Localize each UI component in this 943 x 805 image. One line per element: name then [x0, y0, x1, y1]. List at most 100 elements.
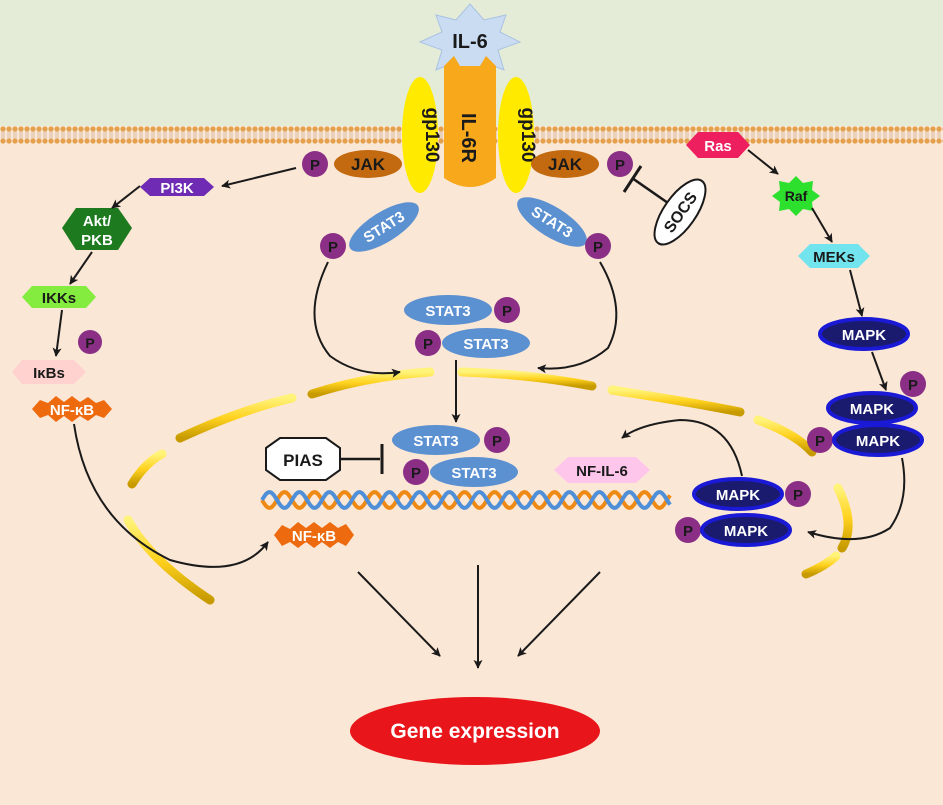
arrow-mapk-dimerize	[871, 351, 888, 391]
mapk-dimer-phospho-bottom	[807, 427, 833, 453]
jak-left-label: JAK	[351, 155, 386, 174]
ikks-label: IKKs	[42, 290, 76, 307]
mapk-dimer-top	[826, 391, 918, 425]
phospho-label: P	[593, 239, 603, 256]
meks-label: MEKs	[813, 249, 855, 266]
arrow-meks-to-mapk	[849, 269, 865, 317]
socs-inhibition-bar	[622, 165, 643, 193]
raf	[772, 176, 820, 216]
meks	[798, 244, 870, 268]
stat3-left-phospho	[320, 233, 346, 259]
arrow-mapk-nuclear-import	[807, 457, 906, 541]
stat3-right	[517, 197, 587, 247]
phospho-label: P	[411, 465, 421, 482]
ras	[686, 132, 750, 158]
nuclear-mapk-phospho-bottom	[675, 517, 701, 543]
ikb-phospho	[78, 330, 102, 354]
gene-expression	[350, 697, 600, 765]
stat3-label: STAT3	[451, 465, 496, 482]
jak-left	[334, 150, 402, 178]
nfkb-label: NF-κB	[50, 402, 94, 419]
pathway-arrows	[52, 149, 906, 669]
nf-kb-cytoplasm	[32, 396, 112, 422]
dna-helix	[260, 489, 672, 511]
socs	[653, 178, 707, 246]
stat3-label: STAT3	[425, 303, 470, 320]
nuclear-phospho-top	[484, 427, 510, 453]
arrow-pi3k-to-akt	[111, 185, 141, 209]
phospho-label: P	[85, 335, 94, 351]
stat3-left	[349, 202, 419, 252]
phospho-label: P	[492, 433, 502, 450]
phospho-label: P	[310, 157, 320, 174]
il6r-label: IL-6R	[457, 113, 479, 164]
ikks	[22, 286, 96, 308]
phospho-dimer-top	[494, 297, 520, 323]
jak-left-phospho	[302, 151, 328, 177]
arrow-stat3-right-dimerize	[537, 261, 618, 374]
phospho-label: P	[908, 377, 918, 394]
nuclear-mapk-phospho-top	[785, 481, 811, 507]
arrow-ras-to-raf	[747, 149, 779, 175]
pias	[265, 437, 341, 481]
jak-right-label: JAK	[548, 155, 583, 174]
ikbs	[12, 360, 86, 384]
gene-expression-label: Gene expression	[390, 720, 559, 743]
mapk-label: MAPK	[856, 433, 900, 450]
nfil6-label: NF-IL-6	[576, 463, 628, 480]
phospho-label: P	[615, 157, 625, 174]
ras-label: Ras	[704, 138, 732, 155]
il6r-receptor	[444, 56, 496, 187]
mapk-label: MAPK	[842, 327, 886, 344]
stat3-right-phospho	[585, 233, 611, 259]
arrow-akt-to-ikks	[69, 251, 93, 285]
nfkb-label: NF-κB	[292, 528, 336, 545]
phospho-label: P	[683, 523, 693, 540]
arrow-mapk-to-nfil6	[621, 418, 743, 477]
gp130-right-label: gp130	[517, 108, 538, 163]
pi3k-label: PI3K	[160, 180, 194, 197]
phospho-label: P	[793, 487, 803, 504]
mapk-dimer-phospho-top	[900, 371, 926, 397]
mapk-label: MAPK	[850, 401, 894, 418]
akt-pkb	[62, 208, 132, 250]
mapk-label: MAPK	[716, 487, 760, 504]
mapk-dimer-bottom	[832, 423, 924, 457]
nf-kb-nucleus	[274, 522, 354, 548]
gp130-left-label: gp130	[421, 108, 442, 163]
nuclear-stat3-top	[392, 425, 480, 455]
raf-label: Raf	[785, 188, 808, 204]
socs-inhibition-line	[631, 176, 669, 205]
gp130-right	[498, 77, 534, 193]
phospho-label: P	[502, 303, 512, 320]
arrow-mapk-to-gene	[517, 571, 601, 657]
arrow-raf-to-meks	[811, 207, 833, 243]
arrow-stat3-left-dimerize	[313, 261, 401, 378]
ikbs-label: IκBs	[33, 365, 65, 382]
stat3-dimer-top	[404, 295, 492, 325]
akt-label-line1: Akt/	[83, 213, 112, 230]
nuclear-phospho-bottom	[403, 459, 429, 485]
jak-right	[531, 150, 599, 178]
nf-il6	[554, 457, 650, 483]
phospho-dimer-bottom	[415, 330, 441, 356]
il6-label: IL-6	[452, 31, 488, 53]
arrow-ikks-to-ikbs	[52, 309, 63, 357]
mapk-label: MAPK	[724, 523, 768, 540]
arrow-nfkb-to-gene	[357, 571, 441, 657]
arrow-jak-to-pi3k	[221, 167, 297, 189]
stat3-label: STAT3	[463, 336, 508, 353]
stat3-label: STAT3	[413, 433, 458, 450]
phospho-label: P	[328, 239, 338, 256]
arrow-nfkb-translocation	[73, 423, 269, 568]
stat3-dimer-bottom	[442, 328, 530, 358]
nuclear-mapk-top	[692, 477, 784, 511]
mapk-cytoplasm	[818, 317, 910, 351]
gp130-left	[402, 77, 438, 193]
nuclear-mapk-bottom	[700, 513, 792, 547]
pi3k	[140, 178, 214, 196]
jak-right-phospho	[607, 151, 633, 177]
akt-label-line2: PKB	[81, 232, 113, 249]
